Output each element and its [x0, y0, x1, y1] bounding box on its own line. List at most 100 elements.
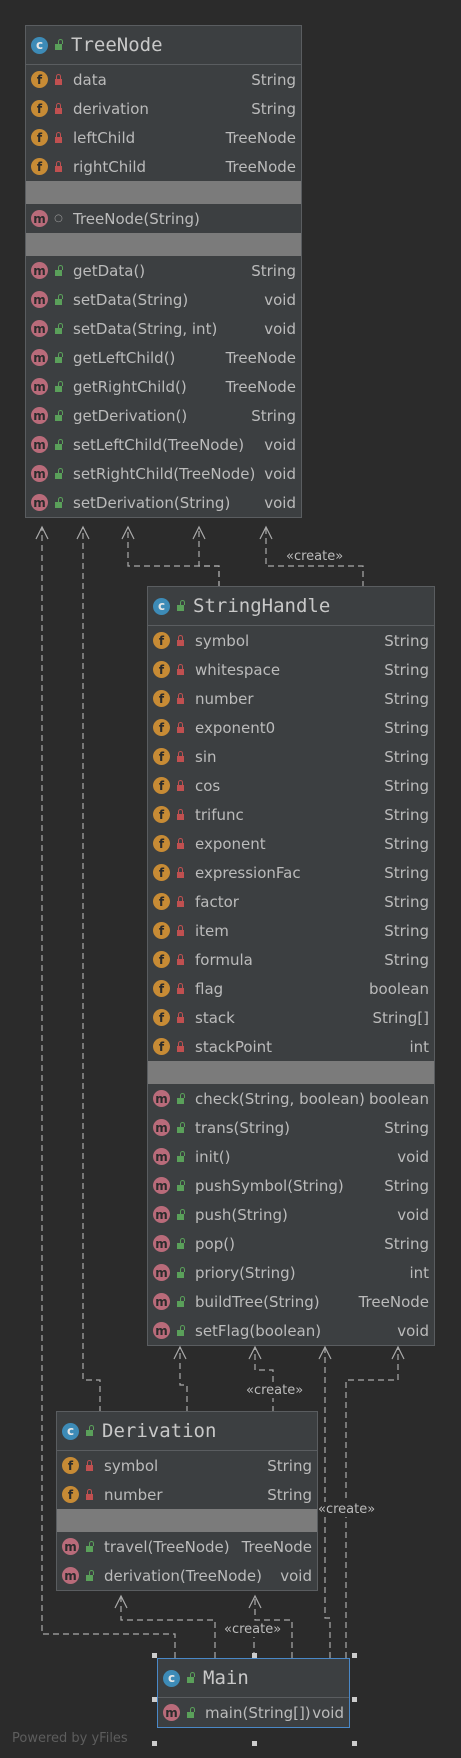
private-lock-icon	[52, 131, 65, 143]
field-type: String	[384, 776, 429, 795]
arrow-head	[248, 1345, 262, 1360]
field-icon: f	[153, 632, 170, 649]
selection-handle[interactable]	[152, 1741, 157, 1746]
method-signature: getRightChild()	[73, 377, 187, 396]
method-icon: m	[62, 1567, 79, 1584]
return-type: void	[312, 1703, 344, 1722]
field-name: derivation	[73, 99, 149, 118]
selection-handle[interactable]	[352, 1741, 357, 1746]
method-icon: m	[153, 1090, 170, 1107]
field-type: String	[251, 70, 296, 89]
edge-stringhandle-treenode-b	[198, 527, 220, 587]
return-type: int	[409, 1263, 429, 1282]
method-signature: init()	[195, 1147, 231, 1166]
private-lock-icon	[52, 102, 65, 114]
return-type: String	[384, 1234, 429, 1253]
field-type: boolean	[369, 979, 429, 998]
field-icon: f	[153, 661, 170, 678]
return-type: void	[264, 493, 296, 512]
method-signature: priory(String)	[195, 1263, 296, 1282]
selection-handle[interactable]	[352, 1653, 357, 1658]
method-signature: trans(String)	[195, 1118, 291, 1137]
constructor-row[interactable]: m○TreeNode(String)	[26, 204, 301, 233]
method-signature: check(String, boolean)	[195, 1089, 365, 1108]
field-icon: f	[153, 719, 170, 736]
class-icon: c	[163, 1669, 180, 1687]
field-type: String	[384, 863, 429, 882]
arrow-head	[173, 1345, 187, 1360]
selection-handle[interactable]	[152, 1697, 157, 1702]
edge-main-stringhandle	[324, 1347, 331, 1658]
field-type: String	[384, 834, 429, 853]
method-icon: m	[31, 320, 48, 337]
field-type: String	[251, 99, 296, 118]
class-name: StringHandle	[193, 595, 331, 617]
field-icon: f	[153, 864, 170, 881]
selection-handle[interactable]	[252, 1653, 257, 1658]
selection-handle[interactable]	[252, 1741, 257, 1746]
selection-handle[interactable]	[152, 1653, 157, 1658]
selection-handle[interactable]	[352, 1697, 357, 1702]
edge-derivation-create-stringhandle	[254, 1347, 274, 1412]
return-type: void	[280, 1566, 312, 1585]
package-dot-icon: ○	[54, 213, 63, 224]
watermark: Powered by yFiles	[12, 1731, 128, 1746]
class-icon: c	[62, 1422, 79, 1440]
method-signature: setFlag(boolean)	[195, 1321, 322, 1340]
edge-stringhandle-create-treenode	[265, 527, 364, 587]
field-name: rightChild	[73, 157, 147, 176]
edge-main-create-stringhandle	[345, 1347, 399, 1658]
public-unlock-icon	[184, 1672, 197, 1683]
